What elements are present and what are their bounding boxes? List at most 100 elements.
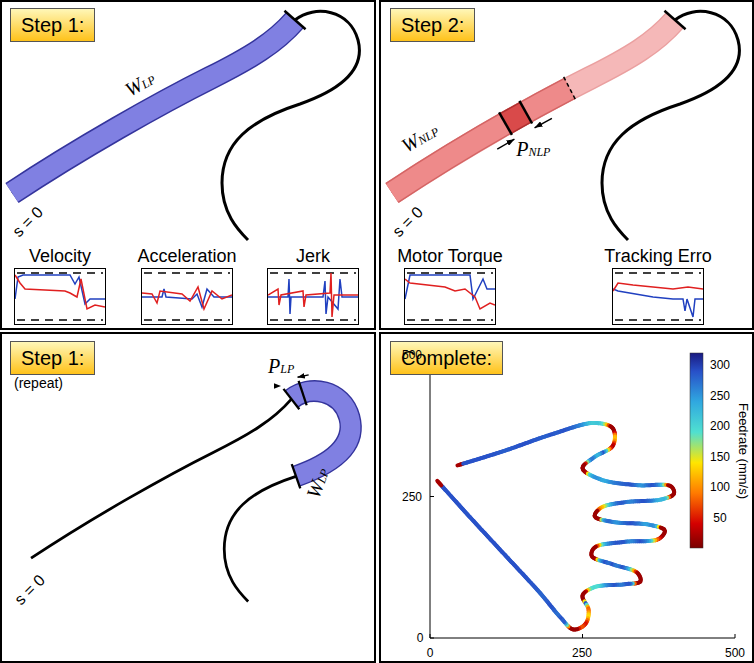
toolpath-curve bbox=[12, 11, 359, 240]
drawing-stroke bbox=[615, 319, 701, 321]
drawing-stroke bbox=[144, 272, 230, 274]
drawing-stroke bbox=[142, 287, 232, 309]
window-band bbox=[12, 20, 295, 193]
window-tick bbox=[564, 77, 576, 100]
axis-tick: 0 bbox=[427, 647, 434, 659]
step-symbol: PLP bbox=[268, 355, 294, 378]
drawing-stroke bbox=[430, 638, 434, 639]
window-band bbox=[392, 20, 675, 193]
arc-start: s = 0 bbox=[390, 204, 426, 240]
window-band bbox=[392, 20, 675, 193]
axis-tick: 500 bbox=[725, 647, 745, 659]
colorbar-tick: 250 bbox=[710, 390, 730, 402]
width-arrow bbox=[297, 375, 308, 377]
step-title: Step 1: bbox=[10, 8, 95, 42]
colorbar-tick: 150 bbox=[710, 451, 730, 463]
drawing-stroke bbox=[405, 279, 495, 309]
plot-title: Acceleration bbox=[135, 246, 239, 266]
step-label: Step 2: bbox=[390, 8, 475, 42]
mini-plot bbox=[268, 269, 358, 324]
drawing-stroke bbox=[15, 275, 105, 309]
plot-inset: Tracking Erro bbox=[602, 246, 714, 325]
panel-frame bbox=[380, 333, 753, 662]
arc-start: s = 0 bbox=[10, 204, 46, 240]
window-band bbox=[291, 391, 350, 476]
drawing-stroke bbox=[12, 11, 359, 240]
window-band bbox=[392, 20, 675, 193]
colorbar-tick: 300 bbox=[710, 359, 730, 371]
drawing-stroke bbox=[31, 391, 351, 601]
window-band bbox=[392, 20, 675, 193]
colorbar-tick: 200 bbox=[710, 420, 730, 432]
window-tick bbox=[499, 112, 512, 135]
window-tick bbox=[292, 464, 301, 488]
plot-inset: Motor Torque bbox=[395, 246, 505, 325]
drawing-stroke bbox=[582, 634, 583, 638]
drawing-stroke bbox=[407, 272, 493, 274]
arc-start: s = 0 bbox=[12, 572, 48, 608]
axis-tick: 0 bbox=[417, 632, 424, 644]
toolpath-curve bbox=[31, 375, 351, 602]
colorbar-tick: 50 bbox=[713, 512, 726, 524]
plot-title: Motor Torque bbox=[395, 246, 505, 266]
drawing-stroke bbox=[430, 496, 434, 497]
axis-tick: 500 bbox=[402, 349, 422, 361]
window-band bbox=[392, 20, 675, 193]
plot-axes bbox=[430, 355, 735, 638]
feedrate-path bbox=[437, 423, 674, 630]
window-band bbox=[291, 391, 350, 476]
toolpath-curve bbox=[392, 11, 739, 240]
drawing-stroke bbox=[407, 319, 493, 321]
colorbar-title: Feedrate (mm/s) bbox=[737, 403, 750, 499]
window-band bbox=[12, 20, 295, 193]
colorbar bbox=[690, 353, 703, 548]
step-title: Step 2: bbox=[390, 8, 475, 42]
window-tick bbox=[299, 381, 307, 405]
plot-inset: Jerk bbox=[265, 246, 361, 325]
mini-plot bbox=[142, 269, 232, 324]
drawing-stroke bbox=[392, 11, 739, 240]
axis-tick: 250 bbox=[572, 647, 592, 659]
drawing-stroke bbox=[437, 481, 438, 482]
mini-plot bbox=[405, 269, 495, 324]
window-tick bbox=[283, 389, 299, 409]
plot-title: Velocity bbox=[12, 246, 108, 266]
drawing-stroke bbox=[17, 319, 103, 321]
drawing-stroke bbox=[735, 634, 736, 638]
drawing-stroke bbox=[268, 279, 358, 314]
colorbar-tick: 100 bbox=[710, 481, 730, 493]
panel-frame bbox=[380, 1, 753, 329]
window-tick bbox=[664, 11, 685, 29]
plot-inset: Acceleration bbox=[135, 246, 239, 325]
plot-inset: Velocity bbox=[12, 246, 108, 325]
step-note: (repeat) bbox=[14, 375, 95, 391]
plot-title: Tracking Erro bbox=[602, 246, 714, 266]
step-title: Step 1: bbox=[10, 341, 95, 375]
step-label: Step 1:(repeat) bbox=[10, 341, 95, 391]
drawing-stroke bbox=[430, 634, 431, 638]
width-arrow bbox=[535, 118, 552, 128]
drawing-stroke bbox=[270, 319, 356, 321]
plot-box bbox=[141, 268, 233, 325]
mini-plot bbox=[613, 269, 703, 324]
drawing-stroke bbox=[270, 272, 356, 274]
drawing-stroke bbox=[17, 272, 103, 274]
drawing-stroke bbox=[613, 283, 703, 291]
axis-tick: 250 bbox=[402, 491, 422, 503]
window-tick bbox=[284, 11, 305, 29]
drawing-stroke bbox=[144, 319, 230, 321]
plot-box bbox=[267, 268, 359, 325]
step-label: Step 1: bbox=[10, 8, 95, 42]
drawing-stroke bbox=[405, 275, 495, 299]
mini-plot bbox=[15, 269, 105, 324]
drawing-stroke bbox=[613, 289, 703, 317]
panel-frame bbox=[1, 333, 375, 662]
plot-box bbox=[14, 268, 106, 325]
drawing-stroke bbox=[268, 273, 358, 317]
width-arrow bbox=[497, 139, 514, 149]
panel-frame bbox=[1, 1, 375, 329]
window-band bbox=[392, 20, 675, 193]
plot-title: Jerk bbox=[265, 246, 361, 266]
drawing-stroke bbox=[615, 272, 701, 274]
